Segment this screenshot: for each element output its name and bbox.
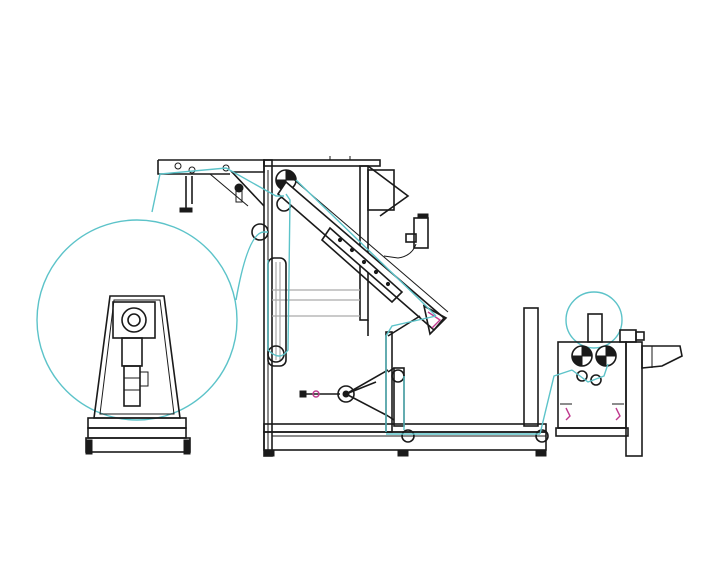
- fabric-roll-unwinder: [36, 219, 238, 455]
- main-tower-frame: [251, 156, 410, 457]
- upright-post: [523, 307, 539, 427]
- dancer-tension-arm: [299, 331, 405, 433]
- base-frame: [263, 423, 549, 457]
- fabric-roll-circle: [36, 219, 238, 421]
- rewind-unit: [555, 291, 683, 457]
- control-panel-box: [383, 213, 429, 259]
- fabric-path: [151, 167, 609, 435]
- rewind-roll-circle: [565, 291, 623, 349]
- overhead-feed-beam: [157, 159, 265, 213]
- inclined-inspection-board: [276, 177, 449, 337]
